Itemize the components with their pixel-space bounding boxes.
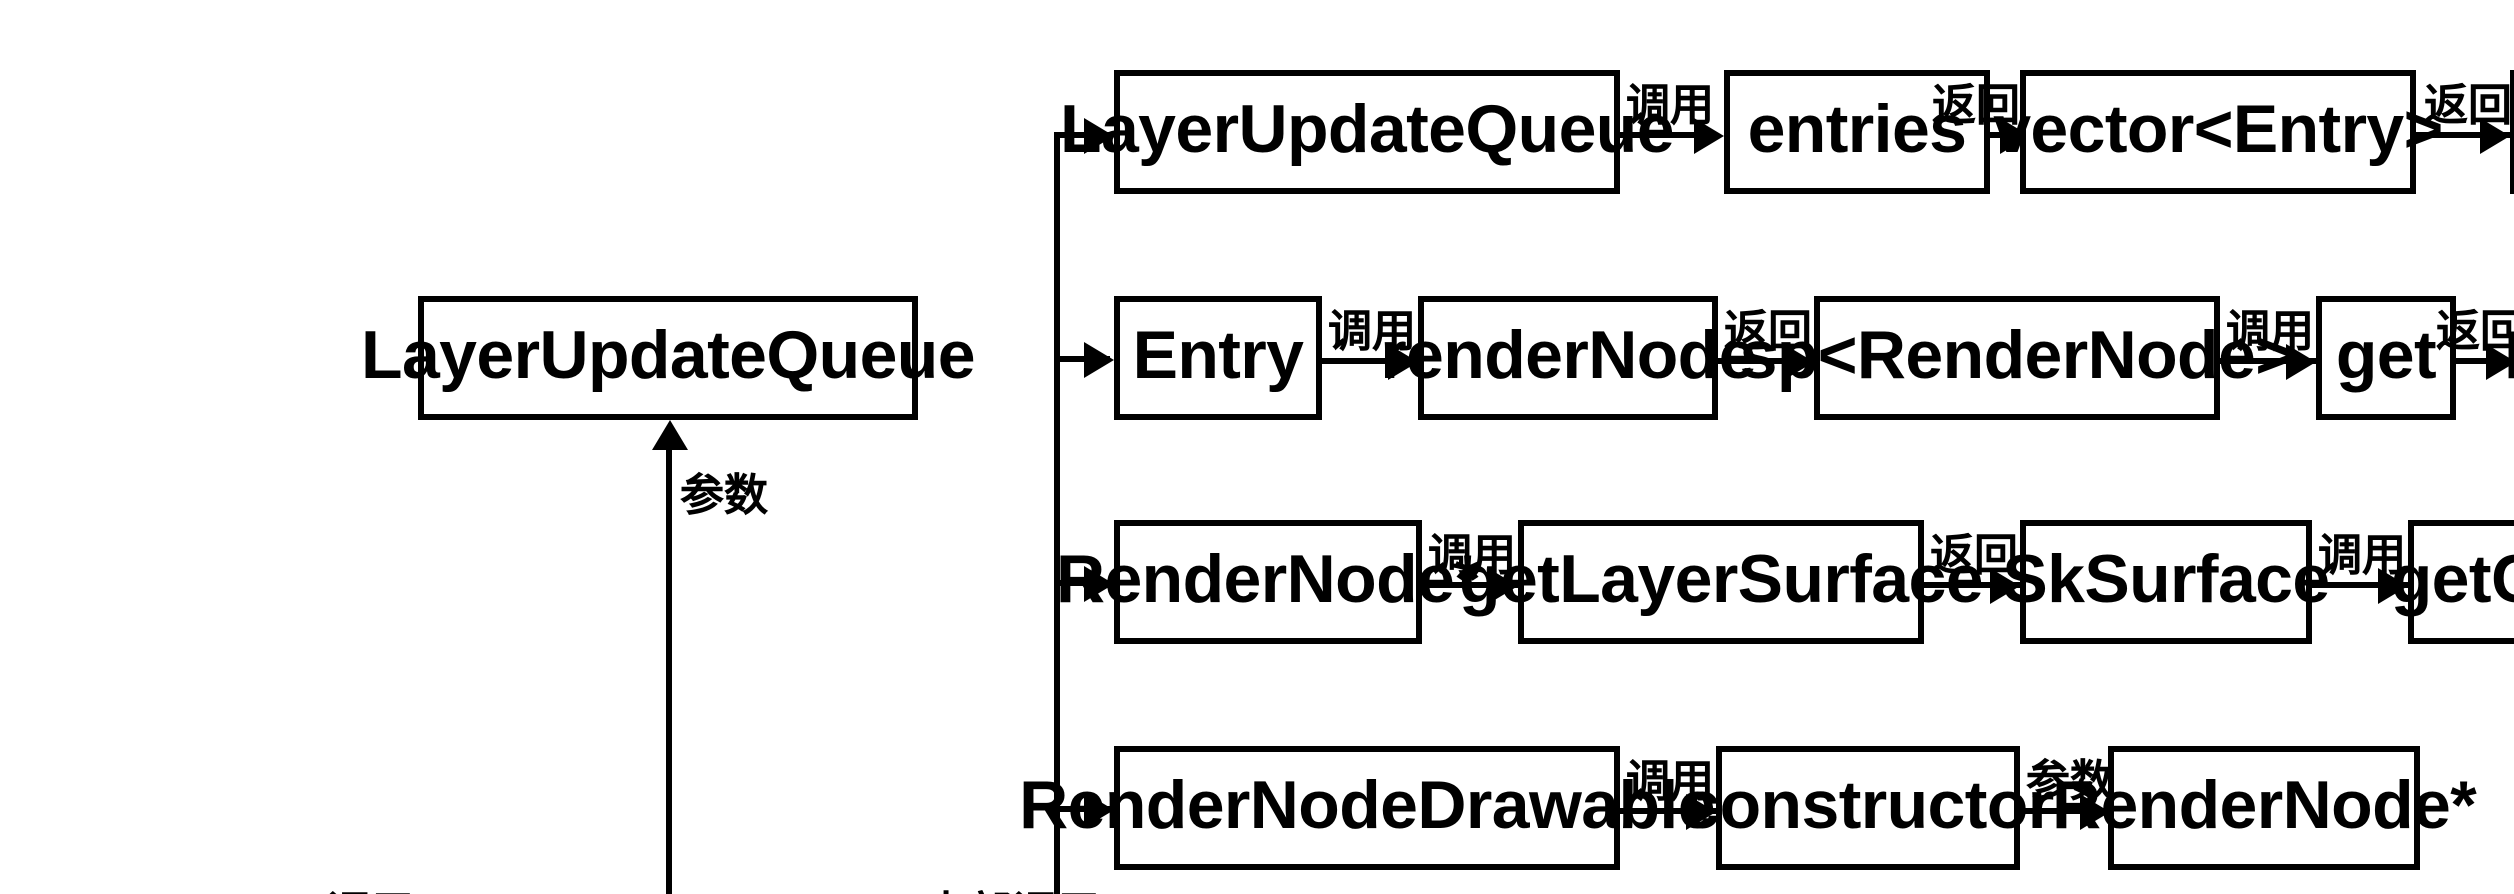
edge-label-r4-a: 调用 (1626, 756, 1715, 806)
edge-arrow-r3-b (1990, 568, 2020, 604)
edge-line-r2-a (1322, 358, 1418, 364)
node-row3-get-canvas[interactable]: getCanvas (2391, 520, 2514, 644)
edge-line-impl-to-queue-param (666, 444, 672, 894)
node-layer-update-queue-param[interactable]: LayerUpdateQueue (361, 296, 976, 420)
edge-branch-row-1 (1054, 132, 1110, 138)
node-row2-get[interactable]: get (2316, 296, 2456, 420)
node-row3-get-layer-surface[interactable]: getLayerSurface (1459, 520, 1984, 644)
edge-label-r3-c: 调用 (2318, 530, 2407, 580)
edge-line-r3-c (2312, 582, 2408, 588)
node-row2-entry[interactable]: Entry (1114, 296, 1322, 420)
edge-arrow-r2-d (2486, 344, 2514, 380)
edge-line-r2-d (2456, 358, 2514, 364)
edge-arrow-r3-a (1488, 568, 1518, 604)
edge-branch-row-3 (1054, 580, 1110, 586)
edge-branch-row-4 (1054, 806, 1110, 812)
node-row4-render-node-ptr[interactable]: RenderNode* (2052, 746, 2477, 870)
node-row1-entries[interactable]: entries (1724, 70, 1990, 194)
edge-line-r2-c (2220, 358, 2316, 364)
edge-label-r1-b: 返回 (1932, 80, 2021, 130)
edge-label-r2-b: 返回 (1724, 306, 1813, 356)
edge-line-r2-b (1718, 358, 1814, 364)
edge-label-r2-c: 调用 (2226, 306, 2315, 356)
edge-trunk-vertical (1054, 132, 1060, 894)
node-row2-render-node[interactable]: renderNode (1380, 296, 1756, 420)
edge-arrow-r2-b (1784, 344, 1814, 380)
edge-arrow-row-3 (1084, 566, 1114, 602)
edge-line-r3-b (1924, 582, 2020, 588)
edge-line-r4-a (1620, 808, 1716, 814)
node-row3-sk-surface[interactable]: SkSurface (2002, 520, 2330, 644)
edge-label-r2-a: 调用 (1328, 306, 1417, 356)
edge-arrow-impl-to-queue-param (652, 420, 688, 450)
node-row3-render-node-ptr[interactable]: RenderNode* (1056, 520, 1481, 644)
node-row2-sp-render-node[interactable]: sp<RenderNode> (1740, 296, 2295, 420)
edge-line-r1-a (1620, 132, 1700, 138)
edge-arrow-row-4 (1084, 792, 1114, 828)
edge-label-r3-a: 调用 (1428, 530, 1517, 580)
edge-label-impl-to-queue-param: 参数 (680, 470, 769, 520)
edge-label-r1-a: 调用 (1626, 80, 1715, 130)
edge-label-r4-b: 参数 (2026, 756, 2115, 806)
edge-arrow-r1-a (1694, 118, 1724, 154)
edge-label-internal-call: 内部调用 (924, 891, 1100, 894)
edge-arrow-row-2 (1084, 342, 1114, 378)
edge-label-r1-c: 返回 (2424, 80, 2513, 130)
edge-label-r2-d: 返回 (2436, 306, 2514, 356)
edge-arrow-r2-a (1388, 344, 1418, 380)
node-row4-render-node-drawable[interactable]: RenderNodeDrawable (1019, 746, 1716, 870)
edge-line-r3-a (1422, 582, 1518, 588)
node-row1-layer-update-queue[interactable]: LayerUpdateQueue (1060, 70, 1675, 194)
node-row1-vector-entry[interactable]: vector<Entry> (1993, 70, 2443, 194)
edge-arrow-r4-a (1686, 794, 1716, 830)
edge-arrow-r3-c (2378, 568, 2408, 604)
edge-arrow-r2-c (2286, 344, 2316, 380)
edge-line-r1-c (2416, 132, 2510, 138)
edge-arrow-r1-c (2480, 118, 2510, 154)
node-row1-entry[interactable]: Entry (2510, 70, 2514, 194)
edge-line-r4-b (2020, 808, 2108, 814)
node-row4-constructor[interactable]: constructor (1682, 746, 2054, 870)
edge-label-r3-b: 返回 (1930, 530, 2019, 580)
edge-branch-row-2 (1054, 356, 1110, 362)
edge-arrow-r4-b (2080, 794, 2110, 830)
edge-label-skia-to-impl: 调用 (326, 891, 414, 894)
edge-arrow-row-1 (1084, 118, 1114, 154)
